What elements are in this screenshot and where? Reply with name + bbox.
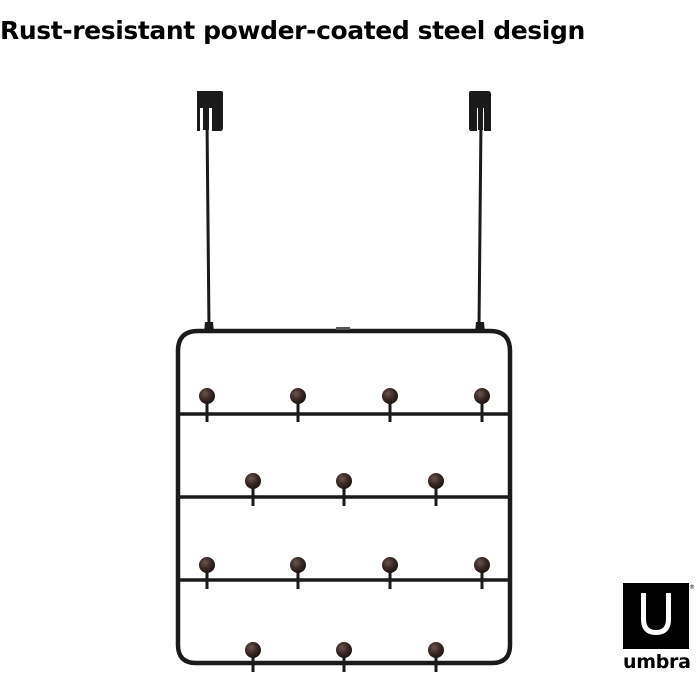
hook-knob bbox=[245, 642, 261, 672]
hook-knob bbox=[474, 388, 490, 422]
hook-knob bbox=[382, 388, 398, 422]
hook-row-4 bbox=[245, 642, 444, 672]
hook-knob bbox=[428, 473, 444, 506]
frame-brand-tag bbox=[336, 327, 350, 330]
registered-mark: ® bbox=[689, 584, 695, 591]
left-door-bracket bbox=[197, 91, 223, 131]
hook-row-2 bbox=[245, 473, 444, 506]
umbra-logo-mark bbox=[623, 583, 689, 649]
hook-knob bbox=[336, 642, 352, 672]
hook-knob bbox=[474, 557, 490, 589]
headline: Rust-resistant powder-coated steel desig… bbox=[0, 16, 585, 45]
hook-knob bbox=[199, 557, 215, 589]
brand-wordmark: umbra bbox=[623, 651, 691, 673]
svg-text:®: ® bbox=[689, 584, 695, 591]
right-hanging-rod bbox=[477, 119, 483, 329]
rack-frame bbox=[175, 328, 513, 666]
hook-knob bbox=[245, 473, 261, 506]
hook-row-3 bbox=[199, 557, 490, 589]
hook-knob bbox=[290, 557, 306, 589]
hook-knob bbox=[382, 557, 398, 589]
right-door-bracket bbox=[469, 91, 491, 131]
hook-knob bbox=[336, 473, 352, 506]
hook-row-1 bbox=[199, 388, 490, 422]
hook-knob bbox=[199, 388, 215, 422]
left-hanging-rod bbox=[205, 119, 211, 329]
hook-knob bbox=[290, 388, 306, 422]
umbra-logo: ® umbra bbox=[623, 583, 695, 693]
hook-knob bbox=[428, 642, 444, 672]
